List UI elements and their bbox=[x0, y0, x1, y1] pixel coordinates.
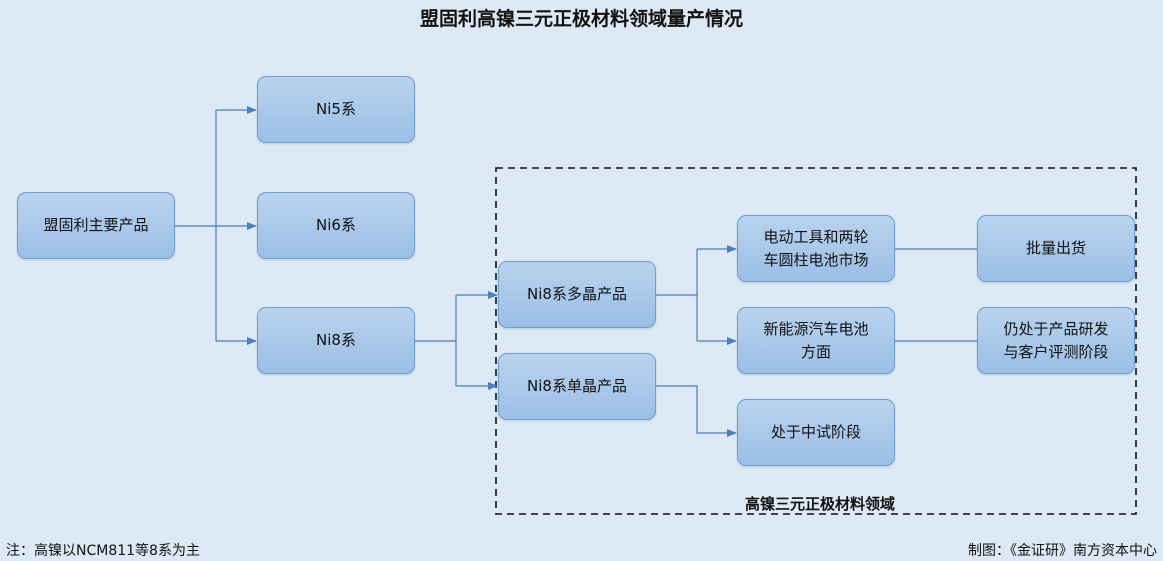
main-products-node: 盟固利主要产品 bbox=[17, 192, 175, 259]
rd-label-line2: 与客户评测阶段 bbox=[1003, 342, 1109, 361]
ni8-node: Ni8系 bbox=[257, 307, 415, 374]
ni5-node: Ni5系 bbox=[257, 76, 415, 143]
ni8-label: Ni8系 bbox=[316, 331, 356, 349]
high-nickel-region-label: 高镍三元正极材料领域 bbox=[744, 495, 895, 513]
ni6-label: Ni6系 bbox=[316, 216, 356, 234]
rd-evaluation-node: 仍处于产品研发 与客户评测阶段 bbox=[977, 307, 1135, 374]
nev-label-line2: 方面 bbox=[800, 342, 831, 361]
source-credit: 制图：《金证研》南方资本中心 bbox=[968, 543, 1157, 559]
ni6-node: Ni6系 bbox=[257, 192, 415, 259]
main-products-label: 盟固利主要产品 bbox=[43, 216, 149, 234]
ni8-single-label: Ni8系单晶产品 bbox=[527, 377, 627, 395]
diagram-title: 盟固利高镍三元正极材料领域量产情况 bbox=[419, 8, 743, 30]
power-tools-label-line1: 电动工具和两轮 bbox=[763, 227, 869, 246]
ni8-single-node: Ni8系单晶产品 bbox=[498, 353, 656, 420]
ni5-label: Ni5系 bbox=[316, 100, 356, 118]
ni8-poly-label: Ni8系多晶产品 bbox=[527, 285, 627, 303]
nev-battery-node: 新能源汽车电池 方面 bbox=[737, 307, 895, 374]
mass-supply-node: 批量出货 bbox=[977, 215, 1135, 282]
ni8-poly-node: Ni8系多晶产品 bbox=[498, 261, 656, 328]
pilot-stage-label: 处于中试阶段 bbox=[770, 423, 861, 441]
arrow-to-pilot bbox=[655, 385, 737, 437]
nev-label-line1: 新能源汽车电池 bbox=[763, 319, 869, 338]
power-tools-label-line2: 车圆柱电池市场 bbox=[763, 250, 869, 269]
power-tools-node: 电动工具和两轮 车圆柱电池市场 bbox=[737, 215, 895, 282]
rd-label-line1: 仍处于产品研发 bbox=[1003, 319, 1109, 338]
mass-supply-label: 批量出货 bbox=[1025, 239, 1086, 257]
pilot-stage-node: 处于中试阶段 bbox=[737, 399, 895, 466]
footnote: 注：高镍以NCM811等8系为主 bbox=[6, 543, 200, 559]
